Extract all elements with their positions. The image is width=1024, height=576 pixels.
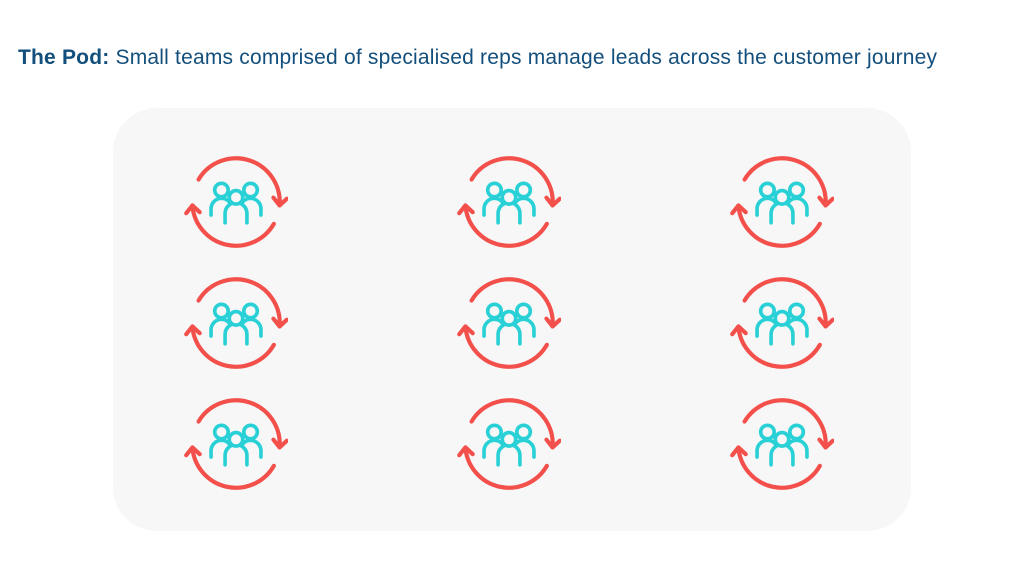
team-cycle-svg — [184, 398, 288, 490]
team-cycle-icon — [457, 271, 561, 375]
title-rest: Small teams comprised of specialised rep… — [115, 46, 938, 69]
team-cycle-svg — [184, 156, 288, 248]
cycle-arrows-icon — [184, 156, 288, 248]
cycle-arrows-icon — [184, 398, 288, 490]
team-cycle-icon — [184, 150, 288, 254]
team-group-icon — [209, 302, 263, 346]
team-group-icon — [755, 181, 809, 225]
team-cycle-svg — [730, 277, 834, 369]
team-group-icon — [755, 302, 809, 346]
team-cycle-svg — [730, 156, 834, 248]
team-group-icon — [209, 423, 263, 467]
team-cycle-icon — [184, 271, 288, 375]
page-title: The Pod: Small teams comprised of specia… — [18, 45, 1008, 71]
team-cycle-icon — [184, 392, 288, 496]
team-cycle-icon — [730, 271, 834, 375]
cycle-arrows-icon — [730, 277, 834, 369]
pods-panel — [113, 108, 911, 531]
team-cycle-svg — [457, 156, 561, 248]
team-cycle-svg — [457, 277, 561, 369]
team-group-icon — [482, 302, 536, 346]
cycle-arrows-icon — [457, 398, 561, 490]
team-cycle-svg — [184, 277, 288, 369]
team-cycle-icon — [730, 392, 834, 496]
pod-grid — [184, 150, 834, 496]
team-cycle-svg — [730, 398, 834, 490]
team-cycle-icon — [457, 392, 561, 496]
team-cycle-icon — [457, 150, 561, 254]
cycle-arrows-icon — [730, 398, 834, 490]
team-group-icon — [755, 423, 809, 467]
cycle-arrows-icon — [184, 277, 288, 369]
team-group-icon — [209, 181, 263, 225]
team-cycle-icon — [730, 150, 834, 254]
team-group-icon — [482, 423, 536, 467]
title-lead: The Pod: — [18, 46, 110, 69]
cycle-arrows-icon — [457, 156, 561, 248]
cycle-arrows-icon — [457, 277, 561, 369]
cycle-arrows-icon — [730, 156, 834, 248]
team-group-icon — [482, 181, 536, 225]
team-cycle-svg — [457, 398, 561, 490]
